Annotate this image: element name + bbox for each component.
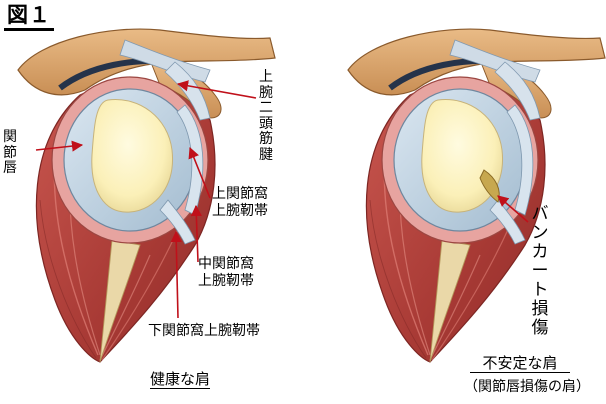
- label-labrum: 関節唇: [3, 129, 17, 176]
- label-bankart-lesion: バンカート損傷: [531, 204, 549, 338]
- unstable-shoulder-illustration: [348, 29, 605, 362]
- arrow-biceps-tendon: [176, 80, 257, 99]
- arrow-inferior-ligament: [170, 230, 182, 319]
- arrow-bankart-lesion: [497, 195, 529, 223]
- arrow-labrum: [35, 140, 84, 152]
- label-biceps-tendon: 上腕二頭筋腱: [259, 69, 273, 163]
- label-inferior-glenohumeral-ligament: 下関節窩上腕靭帯: [148, 323, 260, 339]
- figure-title: 図１: [4, 2, 54, 31]
- arrow-superior-ligament: [188, 146, 211, 199]
- caption-healthy-shoulder: 健康な肩: [150, 370, 211, 389]
- caption-labrum-injury: （関節唇損傷の肩）: [464, 379, 590, 395]
- caption-unstable-shoulder: 不安定な肩: [470, 354, 570, 373]
- label-arrows-left: [35, 80, 257, 319]
- arrow-middle-ligament: [190, 204, 202, 263]
- label-superior-glenohumeral-ligament: 上関節窩上腕靭帯: [212, 186, 268, 219]
- label-middle-glenohumeral-ligament: 中関節窩上腕靭帯: [198, 256, 254, 289]
